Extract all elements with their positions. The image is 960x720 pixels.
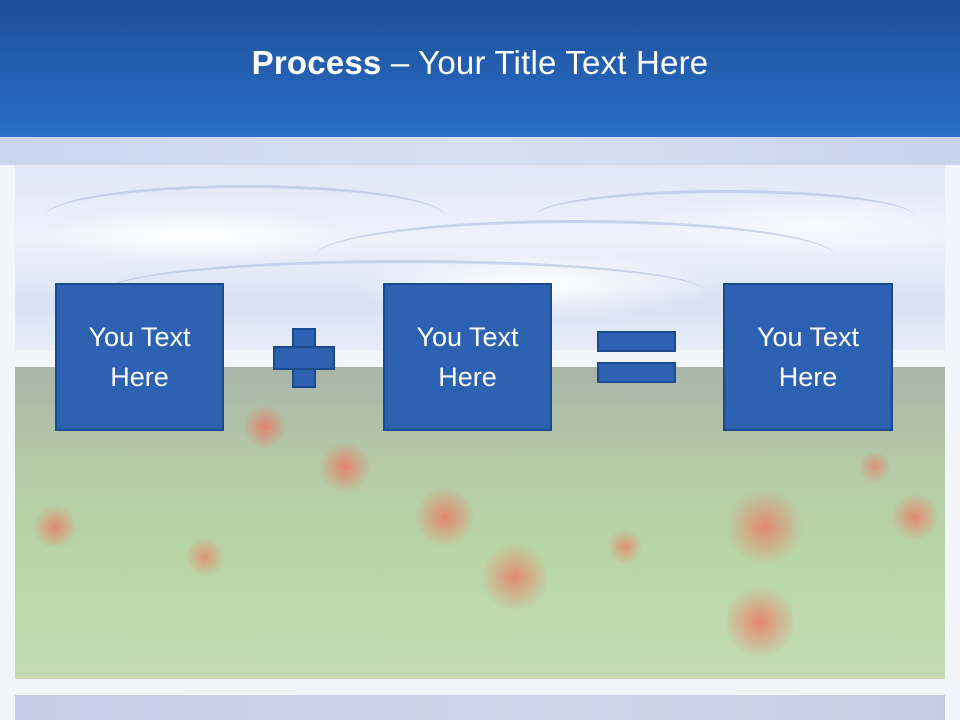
- process-box-2[interactable]: You Text Here: [383, 283, 552, 431]
- slide-header: Process – Your Title Text Here: [0, 0, 960, 137]
- slide-title: Process – Your Title Text Here: [252, 44, 709, 82]
- slide-title-strong: Process: [251, 43, 382, 81]
- photo-strip-bottom: [15, 695, 945, 720]
- snow-ridge: [535, 190, 915, 243]
- snow-ridge: [105, 260, 705, 323]
- photo-strip-top: [0, 137, 960, 165]
- snow-ridge: [45, 185, 445, 248]
- equals-icon: [597, 331, 676, 383]
- process-box-3[interactable]: You Text Here: [723, 283, 893, 431]
- slide-title-rest: – Your Title Text Here: [381, 43, 709, 81]
- process-box-2-label: You Text Here: [416, 322, 519, 392]
- process-box-1[interactable]: You Text Here: [55, 283, 224, 431]
- process-box-1-label: You Text Here: [88, 322, 191, 392]
- process-box-3-label: You Text Here: [756, 322, 860, 392]
- plus-icon: [273, 328, 335, 388]
